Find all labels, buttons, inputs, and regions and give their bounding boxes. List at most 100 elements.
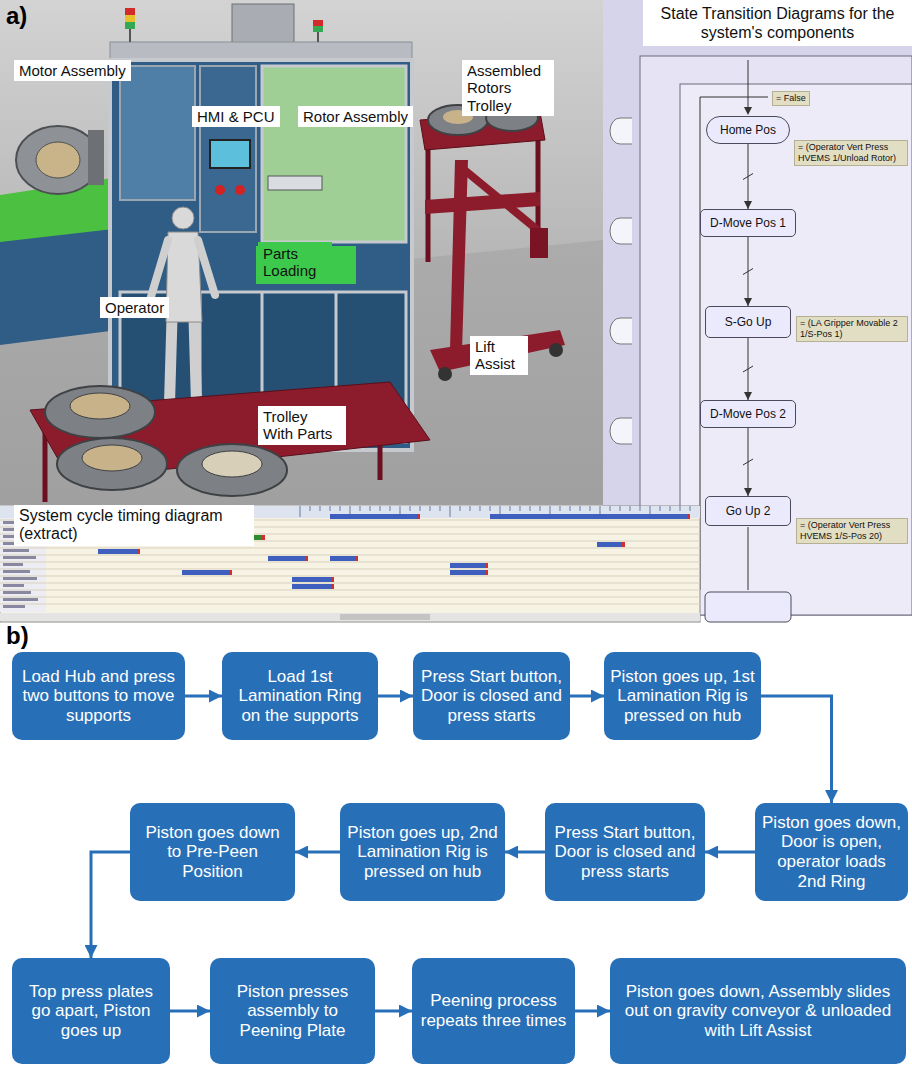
timing-axis-tick: [470, 506, 471, 511]
process-flow-arrow: [375, 1010, 412, 1013]
render-background: [0, 0, 603, 505]
assembled-rotors-trolley: [425, 192, 540, 214]
timing-axis-tick: [590, 506, 591, 511]
timing-bar-end: [331, 584, 334, 589]
timing-axis-tick: [610, 506, 611, 511]
process-flow-arrow: [705, 851, 755, 854]
process-step-box: Piston presses assembly to Peening Plate: [210, 958, 375, 1064]
process-step-box: Piston goes down to Pre-Peen Position: [130, 803, 295, 901]
timing-bar-end: [355, 556, 358, 561]
timing-row-name: [3, 570, 30, 573]
lift-assist: [462, 168, 540, 232]
assembly-cell: [262, 66, 406, 242]
timing-bar-end: [485, 570, 488, 575]
lift-assist: [438, 367, 452, 381]
assembly-cell: [215, 185, 225, 195]
panel-title: State Transition Diagrams for the system…: [643, 0, 912, 46]
state-diagram-background: [700, 97, 768, 98]
state-box: S-Go Up: [705, 306, 791, 338]
lift-assist: [430, 160, 565, 381]
state-box: D-Move Pos 2: [700, 400, 796, 428]
timing-bar-end: [305, 556, 308, 561]
timing-axis-tick: [370, 506, 371, 511]
timing-chart: [0, 506, 700, 622]
part-callout: Motor Assembly: [14, 60, 131, 81]
timing-row-name: [3, 605, 25, 608]
state-diagram-background: [610, 218, 632, 244]
process-step-box: Piston goes down, Assembly slides out on…: [610, 958, 906, 1064]
timing-bar: [597, 542, 625, 547]
step-text: Piston goes down, Assembly slides out on…: [616, 982, 900, 1041]
parts-trolley: [45, 386, 155, 438]
timing-bar-end: [687, 514, 690, 519]
assembly-cell: [110, 42, 412, 60]
condition-note: = (LA Gripper Movable 2 1/S-Pos 1): [796, 316, 908, 342]
part-callout: Trolley With Parts: [258, 406, 346, 445]
assembly-cell: [110, 4, 412, 450]
part-callout: Rotor Assembly: [298, 106, 413, 127]
motor-assembly-station: [16, 126, 100, 194]
step-text: Top press plates go apart, Piston goes u…: [18, 982, 164, 1041]
step-text: Piston goes up, 2nd Lamination Rig is pr…: [346, 823, 499, 882]
timing-axis-tick: [390, 506, 391, 511]
step-text: Load Hub and press two buttons to move s…: [18, 667, 179, 726]
process-flow-arrow: [761, 696, 832, 803]
timing-axis-tick: [510, 506, 511, 511]
part-callout: Parts Loading: [258, 242, 332, 283]
state-diagram-background: [744, 107, 752, 115]
timing-bar-end: [137, 549, 140, 554]
timing-axis-tick: [680, 506, 681, 511]
timing-axis-tick: [490, 506, 491, 511]
transition-tick: [743, 174, 753, 180]
timing-axis-tick: [340, 506, 341, 511]
part-callout: Operator: [100, 297, 169, 318]
timing-bar-end: [262, 535, 265, 540]
process-flow-arrow: [378, 695, 413, 698]
timing-axis-tick: [670, 506, 671, 511]
process-flow-arrow: [505, 851, 545, 854]
timing-axis-tick: [430, 506, 431, 511]
step-text: Piston goes down, Door is open, operator…: [761, 813, 902, 891]
timing-axis-tick: [580, 506, 581, 511]
part-callout: HMI & PCU: [192, 106, 280, 127]
process-step-box: Press Start button, Door is closed and p…: [413, 652, 570, 740]
process-flow-arrow: [170, 1010, 210, 1013]
timing-bar: [330, 556, 358, 561]
step-text: Press Start button, Door is closed and p…: [551, 823, 699, 882]
timing-row-name: [3, 584, 24, 587]
timing-axis-tick: [320, 506, 321, 511]
timing-axis-tick: [380, 506, 381, 511]
process-flow-arrow: [570, 695, 604, 698]
process-step-box: Piston goes up, 2nd Lamination Rig is pr…: [340, 803, 505, 901]
timing-axis-tick: [330, 506, 331, 511]
motor-assembly-station: [0, 228, 118, 345]
timing-axis-tick: [630, 506, 631, 511]
timing-axis-tick: [570, 506, 571, 511]
timing-axis-tick: [620, 506, 621, 511]
lift-assist: [549, 343, 563, 357]
timing-row-line: [0, 576, 700, 577]
assembly-cell: [232, 4, 294, 44]
signal-light-tower: [313, 20, 323, 26]
timing-axis-tick: [520, 506, 521, 511]
timing-row-name: [3, 577, 37, 580]
process-flow-arrow: [575, 1010, 610, 1013]
state-name: D-Move Pos 2: [710, 407, 786, 421]
parts-trolley: [57, 438, 167, 490]
timing-bar-end: [622, 542, 625, 547]
step-text: Piston goes up, 1st Lamination Rig is pr…: [610, 667, 755, 726]
timing-bar-end: [417, 514, 420, 519]
parts-trolley: [202, 451, 262, 477]
process-step-box: Press Start button, Door is closed and p…: [545, 803, 705, 901]
signal-light-tower: [125, 8, 323, 42]
signal-light-tower: [125, 15, 135, 22]
timing-row-line: [0, 562, 700, 563]
timing-row-line: [0, 569, 700, 570]
transition-tick: [743, 366, 753, 372]
state-diagram-background: [748, 527, 749, 590]
timing-axis-tick: [560, 506, 561, 511]
step-text: Load 1st Lamination Ring on the supports: [228, 667, 372, 726]
motor-assembly-station: [88, 130, 104, 185]
render-background: [0, 0, 603, 505]
state-name: D-Move Pos 1: [710, 216, 786, 230]
